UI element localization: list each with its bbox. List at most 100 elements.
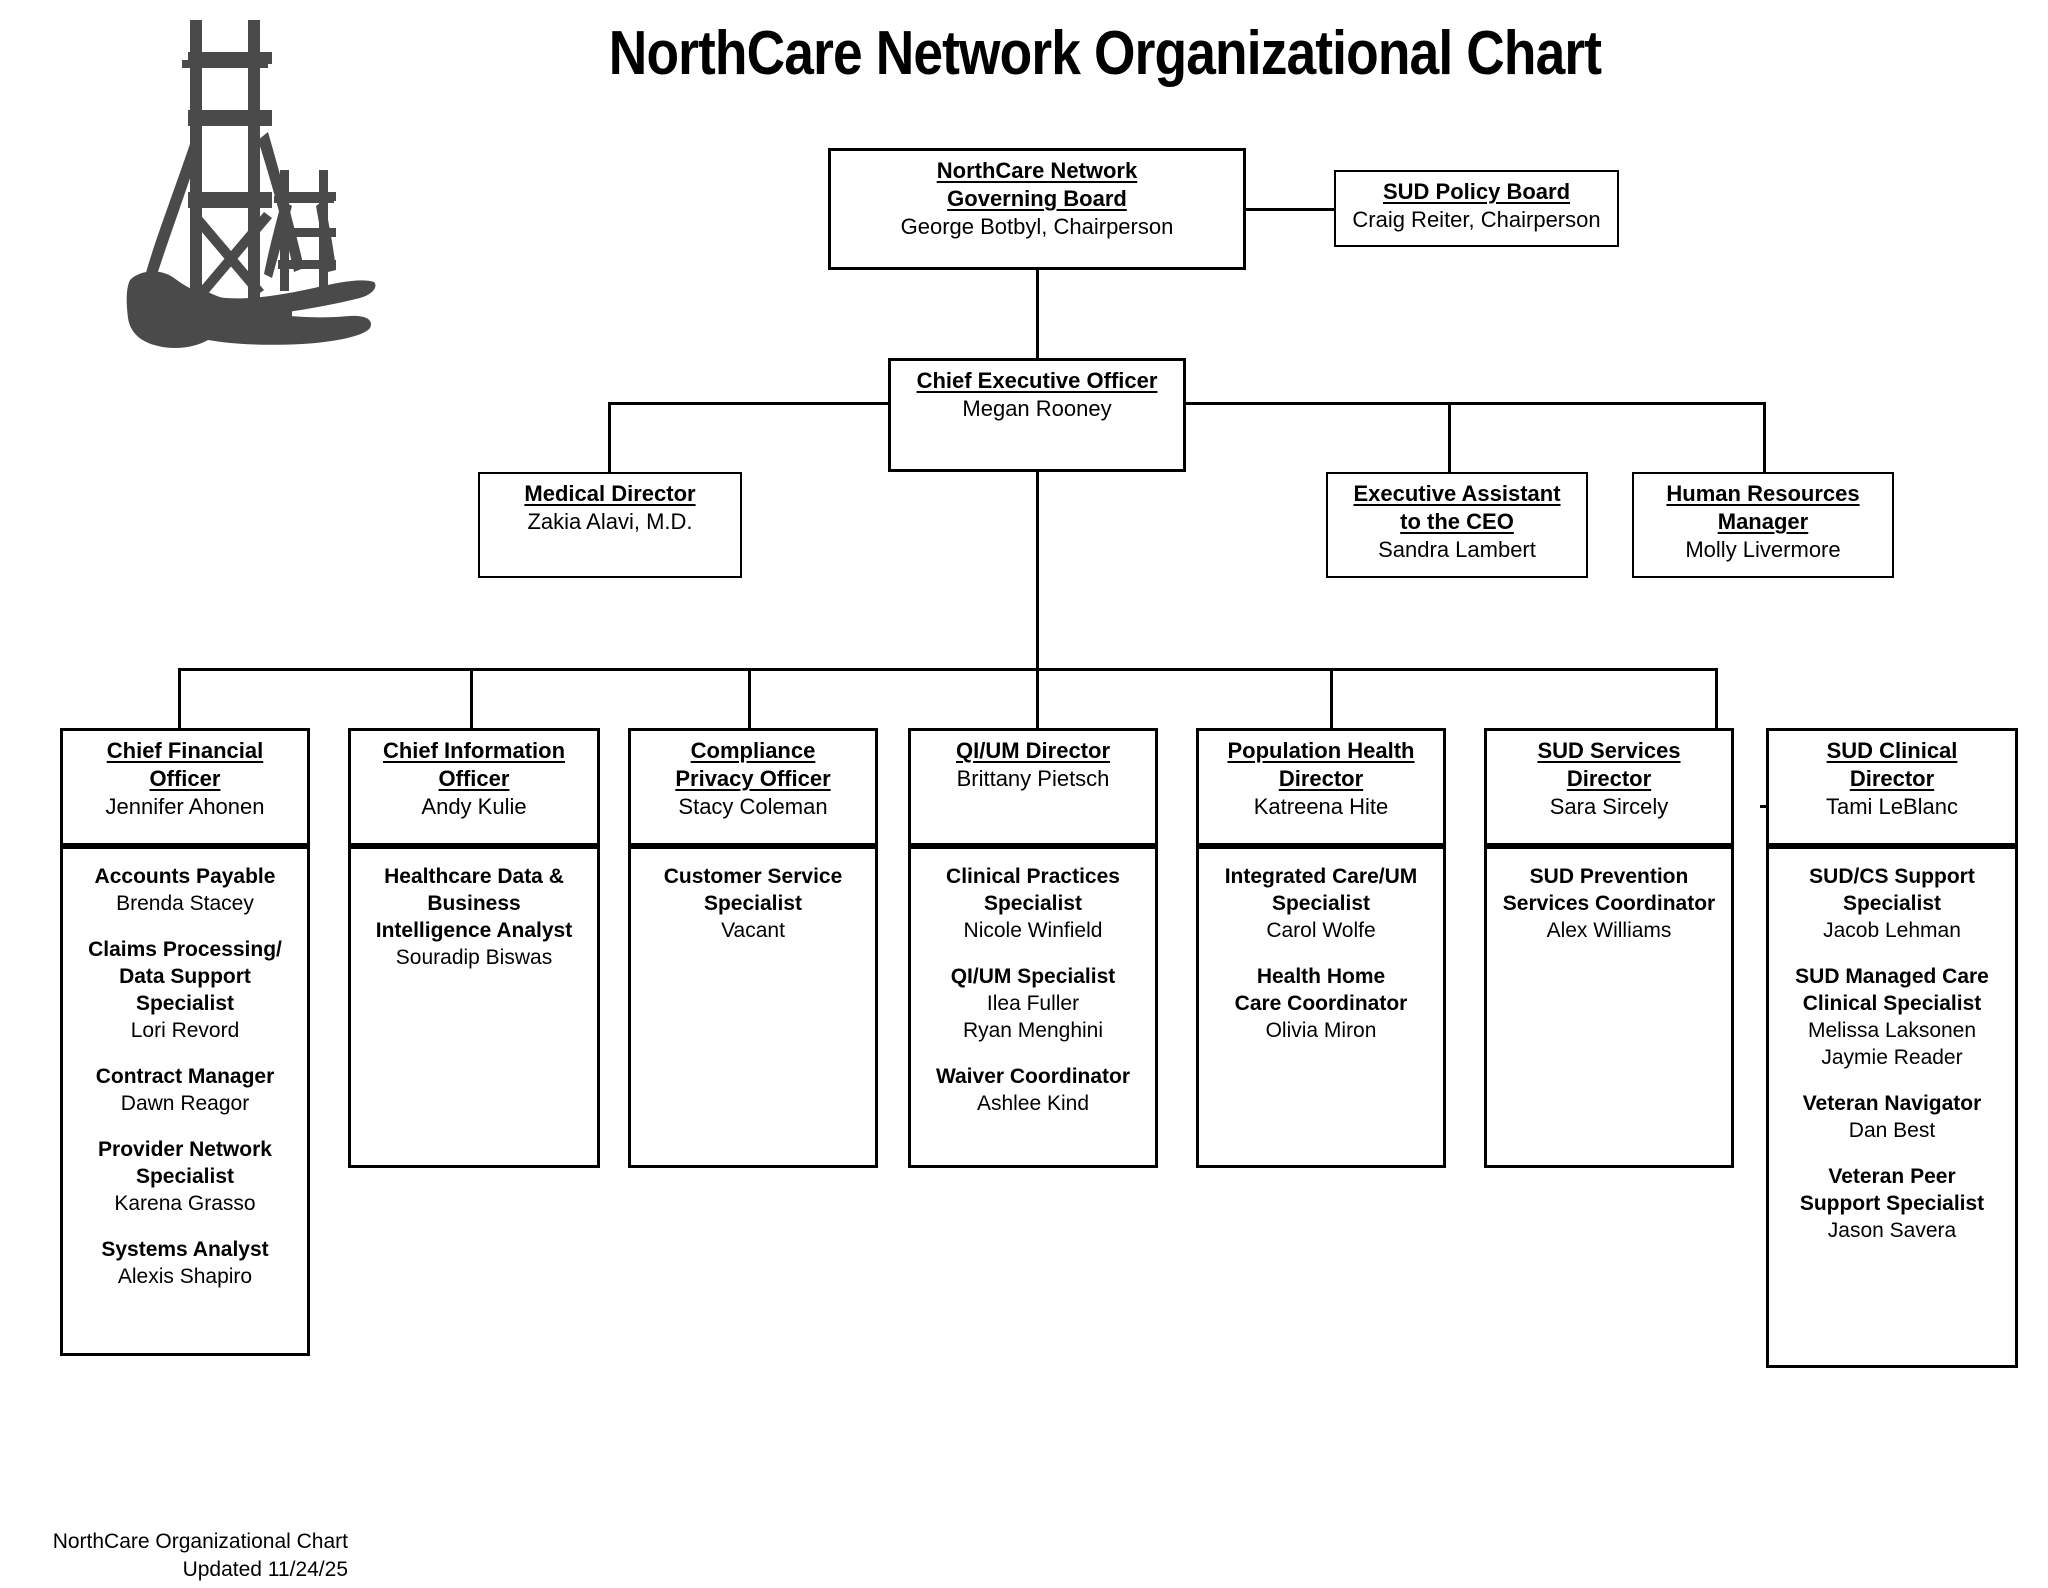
staff-name: Brenda Stacey	[116, 892, 254, 915]
connector-drop-sudservices	[1715, 668, 1718, 728]
connector-board-to-sud-policy	[1245, 208, 1335, 211]
footer: NorthCare Organizational Chart Updated 1…	[18, 1528, 348, 1584]
staff-role-line: SUD/CS Support	[1809, 865, 1975, 888]
staff-role-line: Customer Service	[663, 865, 843, 888]
medical-director-box[interactable]: Medical Director Zakia Alavi, M.D.	[478, 472, 742, 578]
department-lead-name-cio: Andy Kulie	[421, 794, 527, 819]
department-title-line1-compliance: Compliance	[690, 738, 816, 763]
ceo-name: Megan Rooney	[962, 396, 1112, 421]
executive-assistant-box[interactable]: Executive Assistant to the CEO Sandra La…	[1326, 472, 1588, 578]
connector-drop-cio	[470, 668, 473, 728]
staff-name: Ryan Menghini	[962, 1019, 1104, 1042]
staff-role-line: Accounts Payable	[94, 865, 276, 888]
staff-role-line: SUD Managed Care	[1795, 965, 1989, 988]
sud-policy-board-header: SUD Policy Board	[1382, 179, 1571, 204]
staff-name: Jacob Lehman	[1823, 919, 1961, 942]
footer-line2: Updated 11/24/25	[182, 1558, 348, 1581]
medical-director-header: Medical Director	[524, 481, 696, 506]
department-lead-name-compliance: Stacy Coleman	[678, 794, 828, 819]
department-lead-name-qium: Brittany Pietsch	[956, 766, 1110, 791]
staff-name: Ashlee Kind	[976, 1092, 1090, 1115]
connector-ceo-to-medical-director	[608, 402, 611, 472]
staff-role-line: Veteran Navigator	[1802, 1092, 1982, 1115]
connector-ceo-to-exec-assistant	[1448, 402, 1451, 472]
connector-dept-horizontal-bus	[178, 668, 1718, 671]
staff-name: Dan Best	[1848, 1119, 1936, 1142]
governing-board-header-line1: NorthCare Network	[936, 158, 1138, 183]
staff-role-line: Clinical Specialist	[1802, 992, 1982, 1015]
staff-name: Lori Revord	[130, 1019, 240, 1042]
hr-manager-box[interactable]: Human Resources Manager Molly Livermore	[1632, 472, 1894, 578]
mackinac-bridge-logo	[78, 2, 378, 367]
staff-role-line: Specialist	[135, 1165, 235, 1188]
staff-role-line: Healthcare Data &	[384, 865, 564, 888]
department-title-line1-cfo: Chief Financial	[106, 738, 264, 763]
department-lead-name-pophealth: Katreena Hite	[1253, 794, 1389, 819]
staff-role-line: Specialist	[703, 892, 803, 915]
department-title-line2-cio: Officer	[438, 766, 510, 791]
staff-role-line: Specialist	[135, 992, 235, 1015]
staff-role-line: Provider Network	[98, 1138, 272, 1161]
department-title-line1-cio: Chief Information	[382, 738, 566, 763]
governing-board-box[interactable]: NorthCare Network Governing Board George…	[828, 148, 1246, 270]
staff-role-line: Specialist	[1842, 892, 1942, 915]
staff-role-line: Specialist	[983, 892, 1083, 915]
staff-role-line: Health Home	[1256, 965, 1386, 988]
staff-name: Alex Williams	[1546, 919, 1672, 942]
staff-role-line: Claims Processing/	[88, 938, 282, 961]
department-title-line2-sudclinical: Director	[1849, 766, 1935, 791]
sud-policy-board-box[interactable]: SUD Policy Board Craig Reiter, Chairpers…	[1334, 170, 1619, 247]
staff-role-line: Clinical Practices	[946, 865, 1120, 888]
staff-name: Ilea Fuller	[986, 992, 1080, 1015]
connector-ceo-to-dept-bus	[1036, 472, 1039, 670]
connector-ceo-left-bus	[608, 402, 888, 405]
ceo-box[interactable]: Chief Executive Officer Megan Rooney	[888, 358, 1186, 472]
executive-assistant-header-line1: Executive Assistant	[1353, 481, 1561, 506]
staff-role-line: Intelligence Analyst	[375, 919, 573, 942]
department-title-line2-sudservices: Director	[1566, 766, 1652, 791]
staff-name: Vacant	[721, 919, 785, 942]
connector-drop-cfo	[178, 668, 181, 728]
department-title-line2-compliance: Privacy Officer	[675, 766, 831, 791]
medical-director-name: Zakia Alavi, M.D.	[527, 509, 693, 534]
department-lead-name-sudservices: Sara Sircely	[1549, 794, 1669, 819]
staff-role-line: Integrated Care/UM	[1224, 865, 1418, 888]
footer-line1: NorthCare Organizational Chart	[52, 1530, 348, 1553]
department-lead-name-cfo: Jennifer Ahonen	[105, 794, 265, 819]
staff-name: Jason Savera	[1827, 1219, 1957, 1242]
connector-board-to-ceo	[1036, 268, 1039, 358]
page-title: NorthCare Network Organizational Chart	[608, 19, 1602, 88]
staff-name: Alexis Shapiro	[117, 1265, 253, 1288]
connector-ceo-to-hr-manager	[1763, 402, 1766, 472]
staff-name: Carol Wolfe	[1266, 919, 1376, 942]
department-title-line1-qium: QI/UM Director	[955, 738, 1111, 763]
staff-name: Karena Grasso	[114, 1192, 256, 1215]
governing-board-name: George Botbyl, Chairperson	[900, 214, 1174, 239]
connector-ceo-right-bus	[1186, 402, 1766, 405]
staff-name: Olivia Miron	[1265, 1019, 1377, 1042]
staff-role-line: Contract Manager	[95, 1065, 275, 1088]
